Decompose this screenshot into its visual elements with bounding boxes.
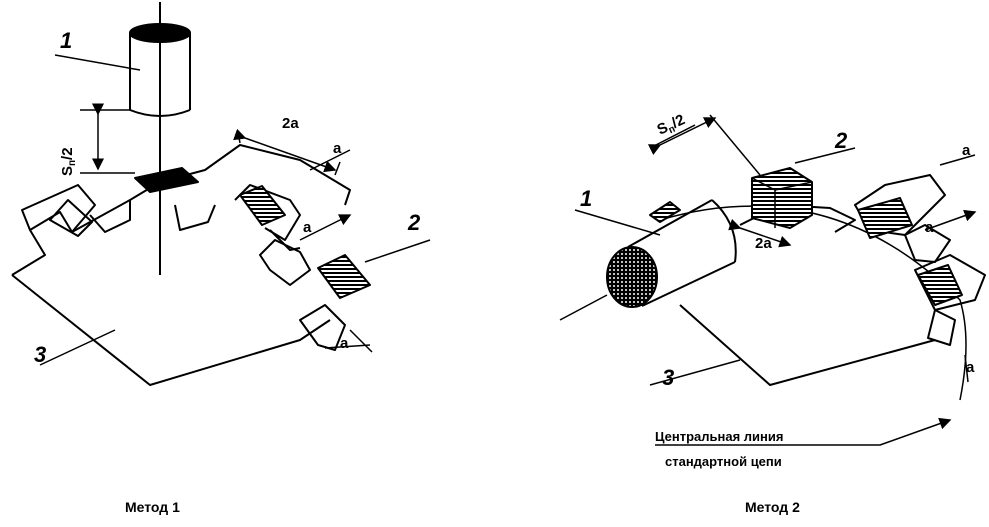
svg-text:Sп/2: Sп/2 xyxy=(655,111,689,140)
dim-a-top: a xyxy=(333,140,342,157)
leader-2-1 xyxy=(574,209,661,236)
callout-2-3: 3 xyxy=(662,365,674,390)
gauge-block-right xyxy=(317,254,371,299)
caption-method-2: Метод 2 xyxy=(745,499,800,515)
chain-link-2-d xyxy=(927,309,956,346)
leader-1 xyxy=(54,54,141,71)
gauge-block-top xyxy=(134,167,199,193)
figure-method-2 xyxy=(559,114,986,446)
svg-text:Sп/2: Sп/2 xyxy=(59,147,78,176)
callout-2: 2 xyxy=(407,210,421,235)
callout-3: 3 xyxy=(34,342,46,367)
callout-2-1: 1 xyxy=(580,186,592,211)
gauge-block-mid xyxy=(239,185,286,226)
note-centre-line-1: Центральная линия xyxy=(655,429,783,444)
dim-a-top-2: a xyxy=(962,142,971,159)
chain-link-middle xyxy=(89,200,216,233)
figure-1-labels: 1 2 3 Sп/2 2a a a a Метод 1 xyxy=(34,28,421,515)
leader-2-3 xyxy=(649,359,741,386)
dim-a-mid: a xyxy=(303,219,312,236)
chain-link-left xyxy=(21,184,96,237)
bracket-right xyxy=(299,304,346,351)
chain-plate-outline-2 xyxy=(679,204,936,386)
chain-link-right-lower xyxy=(259,239,311,286)
leader-2-2 xyxy=(794,147,856,164)
indenter-cylinder-2 xyxy=(559,199,737,321)
gauge-cube xyxy=(751,167,813,229)
dim-a-bottom: a xyxy=(340,335,349,352)
chain-centre-arc xyxy=(659,205,967,401)
callout-1: 1 xyxy=(60,28,72,53)
chain-link-2-c xyxy=(914,254,986,311)
chain-link-2-b xyxy=(904,224,951,263)
dim-half-pitch: Sп/2 xyxy=(59,147,78,176)
caption-method-1: Метод 1 xyxy=(125,499,180,515)
indenter-cylinder xyxy=(129,2,191,275)
callout-2-2: 2 xyxy=(834,128,848,153)
gauge-block-2-top xyxy=(649,201,681,223)
chain-link-right xyxy=(234,184,301,251)
figure-2-labels: 1 2 3 Sп/2 2a a a a Центральная линия ст… xyxy=(580,111,975,515)
leader-centre-line xyxy=(655,417,952,446)
dim-2a-2: 2a xyxy=(755,235,772,252)
dim-half-pitch-2: Sп/2 xyxy=(655,111,689,140)
leader-2 xyxy=(364,239,431,263)
note-centre-line-2: стандартной цепи xyxy=(665,454,782,469)
dim-2a: 2a xyxy=(282,115,299,132)
figure-method-1 xyxy=(11,2,431,386)
dim-a-mid-2: a xyxy=(925,219,934,236)
leader-3 xyxy=(39,329,116,366)
dim-a-bottom-2: a xyxy=(966,359,975,376)
